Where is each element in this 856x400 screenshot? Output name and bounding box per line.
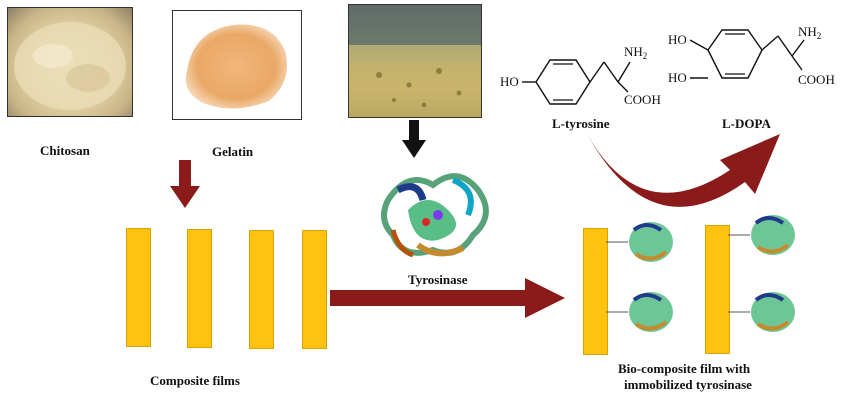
biocomposite-label-1: Bio-composite film with [618,361,751,376]
svg-text:NH2: NH2 [624,44,647,61]
down-arrow-red [170,160,200,208]
l-tyrosine-label: L-tyrosine [552,116,610,131]
cooh-group-dopa: COOH [798,72,835,87]
biocomposite-label-2: immobilized tyrosinase [624,377,752,392]
biocomposite-film-1 [583,228,608,355]
composite-films-label: Composite films [150,373,240,388]
l-dopa-label: L-DOPA [722,116,771,131]
composite-film-2 [187,229,212,348]
cooh-group: COOH [624,92,661,107]
immobilized-enzyme-4 [728,292,795,332]
tyrosinase-label: Tyrosinase [408,272,468,287]
composite-film-4 [302,230,327,349]
curved-reaction-arrow [586,132,780,207]
chitosan-label: Chitosan [40,143,90,158]
gelatin-label: Gelatin [212,144,254,159]
tyrosinase-solution-photo [348,4,482,118]
composite-film-3 [249,230,274,349]
gelatin-photo [172,10,302,120]
l-dopa-structure: HO HO NH2 COOH [668,24,835,87]
biocomposite-film-2 [705,225,730,354]
svg-text:NH2: NH2 [798,24,821,41]
composite-film-1 [126,228,151,347]
right-arrow-red [330,278,565,318]
down-arrow-black [402,120,426,158]
immobilized-enzyme-3 [728,215,795,255]
immobilized-enzyme-1 [606,222,673,262]
chitosan-photo [7,7,133,117]
ho-group: HO [500,74,519,89]
tyrosinase-protein-icon [381,173,489,258]
l-tyrosine-structure: HO NH2 COOH [500,44,661,107]
ho-group-1: HO [668,32,687,47]
ho-group-2: HO [668,70,687,85]
immobilized-enzyme-2 [606,292,673,332]
